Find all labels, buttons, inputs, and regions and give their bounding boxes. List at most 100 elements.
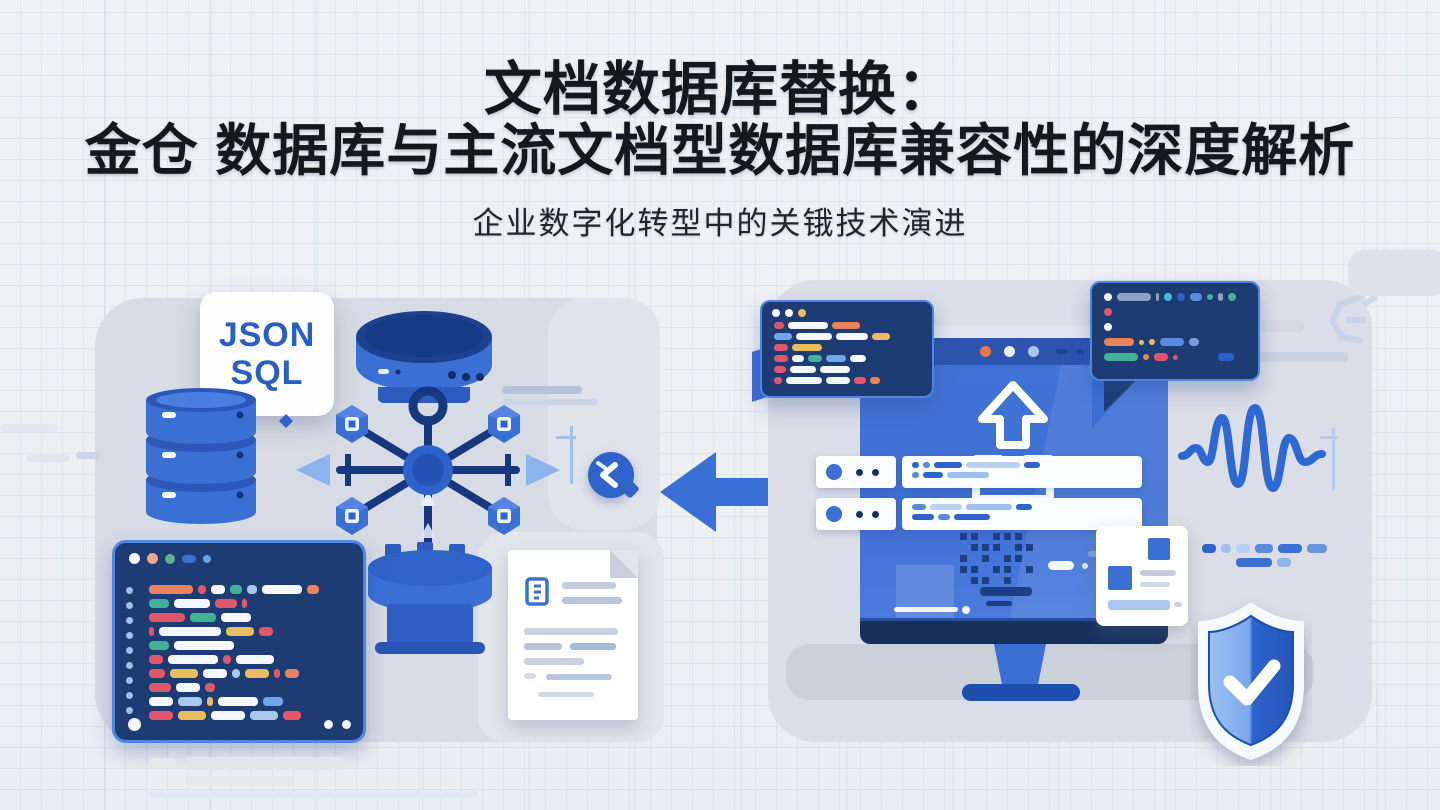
window-traffic-dots	[772, 309, 806, 317]
header-dash	[1056, 349, 1068, 354]
decor-tick-horizontal	[1320, 436, 1338, 439]
bar-segment	[836, 333, 868, 340]
bar-segment	[808, 355, 822, 362]
code-lines	[1104, 293, 1250, 368]
server-dot	[856, 469, 863, 476]
code-line	[912, 514, 1142, 520]
gutter-bullet	[126, 662, 133, 669]
bezel-highlight	[860, 618, 1168, 621]
bar-segment	[1221, 544, 1231, 553]
bar-segment	[1117, 293, 1151, 301]
code-line	[149, 669, 353, 678]
qr-dot	[993, 566, 1000, 573]
bar-segment	[1149, 339, 1155, 345]
card-text-bar	[1140, 582, 1170, 587]
server-dot	[856, 511, 863, 518]
bar-segment	[247, 585, 257, 594]
page-subtitle: 企业数字化转型中的关锇技术演进	[472, 206, 968, 241]
server-row-chip	[816, 456, 896, 488]
decor-dash	[26, 455, 70, 462]
bar-segment	[149, 613, 185, 622]
badge-json-label: JSON	[218, 315, 316, 354]
bar-segment	[1228, 293, 1236, 301]
bar-segment	[236, 655, 274, 664]
bar-segment	[149, 655, 163, 664]
json-sql-badge: JSON SQL	[200, 292, 334, 416]
qr-dot	[971, 544, 978, 551]
bar-segment	[796, 333, 832, 340]
header-dot-blue	[1028, 346, 1039, 357]
document-card-icon	[1096, 526, 1188, 626]
doc-text-bar	[562, 597, 622, 604]
bar-segment	[1218, 293, 1223, 301]
bar-segment	[232, 669, 240, 678]
gutter-bullet	[126, 617, 133, 624]
server-row	[902, 498, 1142, 530]
bar-segment	[307, 585, 319, 594]
doc-text-bar	[546, 674, 612, 680]
bar-segment	[245, 669, 269, 678]
bar-segment	[930, 504, 962, 510]
code-editor-window	[112, 540, 366, 743]
monitor-base	[962, 684, 1080, 701]
code-line	[149, 599, 353, 608]
bar-segment	[1139, 339, 1144, 345]
code-line	[1236, 558, 1291, 567]
decor-tick-horizontal	[556, 436, 576, 439]
qr-dot	[1026, 544, 1033, 551]
progress-dashes	[1202, 544, 1327, 558]
bar-segment	[923, 462, 930, 468]
server-led	[826, 464, 842, 480]
decor-dash	[0, 424, 58, 432]
bar-segment	[774, 333, 792, 340]
bar-segment	[1277, 558, 1291, 567]
progress-dashes	[1236, 558, 1291, 572]
traffic-dot-white	[785, 309, 793, 317]
screen-dot	[962, 606, 970, 614]
code-window-top-left	[760, 300, 934, 398]
qr-dash	[980, 587, 1032, 596]
bar-segment	[149, 711, 173, 720]
code-line	[1104, 353, 1250, 361]
bar-segment	[262, 585, 302, 594]
card-highlight-bar	[1108, 600, 1170, 610]
disk-node-icon	[356, 311, 492, 403]
code-line	[149, 613, 353, 622]
server-row-chip	[816, 498, 896, 530]
qr-dot	[960, 555, 967, 562]
traffic-dot-white	[772, 309, 780, 317]
bar-segment	[1190, 293, 1202, 301]
code-line	[149, 585, 353, 594]
server-pedestal-icon	[368, 542, 492, 654]
doc-text-bar	[562, 582, 616, 589]
page-title-line2: 金仓 数据库与主流文档型数据库兼容性的深度解析	[84, 119, 1356, 182]
qr-dot	[1026, 566, 1033, 573]
header-dot-white	[1004, 346, 1015, 357]
bar-segment	[1104, 338, 1134, 346]
bar-segment	[1183, 353, 1213, 361]
document-glyph-icon	[525, 577, 549, 606]
bar-segment	[912, 462, 919, 468]
server-led	[826, 506, 842, 522]
decor-card	[1348, 250, 1440, 296]
bar-segment	[205, 683, 215, 692]
bar-segment	[226, 627, 254, 636]
bar-segment	[207, 697, 213, 706]
bar-segment	[1154, 353, 1168, 361]
doc-text-bar	[524, 628, 618, 635]
hex-nodes	[336, 405, 520, 535]
traffic-dot-orange	[147, 553, 158, 564]
code-line	[774, 344, 924, 351]
qr-dot	[1015, 533, 1022, 540]
bar-segment	[872, 333, 890, 340]
bar-segment	[1218, 353, 1234, 361]
bar-segment	[786, 377, 822, 384]
qr-dot	[993, 533, 1000, 540]
decor-text-bar	[185, 776, 295, 786]
bar-segment	[832, 322, 860, 329]
bar-segment	[954, 514, 990, 520]
bar-segment	[1255, 544, 1273, 553]
bar-segment	[198, 585, 206, 594]
bar-segment	[149, 627, 154, 636]
bar-segment	[854, 377, 866, 384]
